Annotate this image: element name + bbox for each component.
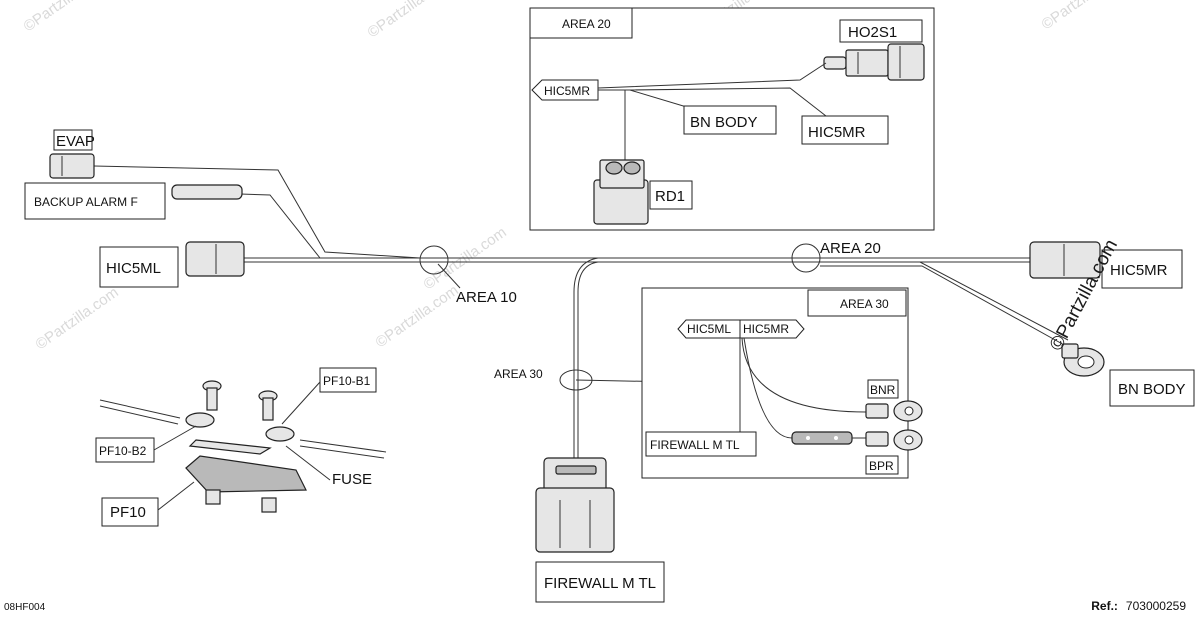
hic5mr-tag bbox=[739, 319, 805, 339]
bnr-ring-terminal bbox=[865, 400, 923, 422]
watermark: ©Partzilla.com bbox=[421, 224, 510, 294]
evap-label-box bbox=[53, 129, 93, 151]
rd1-label-box bbox=[649, 180, 693, 210]
firewall-inset-label: FIREWALL M TL bbox=[650, 438, 740, 452]
inline-fuse bbox=[791, 431, 853, 445]
ho2s1-label: HO2S1 bbox=[848, 24, 897, 41]
evap-connector bbox=[49, 153, 95, 179]
diagram-code: 08HF004 bbox=[4, 602, 46, 613]
area30-title: AREA 30 bbox=[840, 297, 889, 311]
firewall-bottom-box bbox=[535, 561, 665, 603]
bpr-box bbox=[865, 455, 899, 475]
hic5mr-arrow-label: HIC5MR bbox=[544, 84, 590, 98]
bn-body-top-label: BN BODY bbox=[690, 114, 758, 131]
hic5ml-label: HIC5ML bbox=[106, 260, 161, 277]
hic5ml-box bbox=[99, 246, 179, 288]
reference-number: Ref.: 703000259 bbox=[1091, 599, 1186, 613]
hic5mr-right-label: HIC5MR bbox=[1110, 262, 1168, 279]
hic5mr-box bbox=[801, 115, 889, 145]
area10-marker bbox=[419, 245, 449, 275]
bn-body-top-box bbox=[683, 105, 777, 135]
area20-marker bbox=[791, 243, 821, 273]
area30-detail-box: AREA 30 HIC5ML HIC5MR BNR BPR FIREWAL bbox=[641, 287, 923, 479]
bn-body-right-box bbox=[1109, 369, 1195, 407]
hic5mr-right-connector bbox=[1029, 241, 1101, 279]
pf10-box bbox=[101, 497, 159, 527]
hic5mr-right-box bbox=[1101, 249, 1183, 289]
watermark: ©Partzilla.com bbox=[33, 284, 122, 354]
bnr-label: BNR bbox=[870, 383, 896, 397]
pf10-b2-label: PF10-B2 bbox=[99, 444, 147, 458]
area30-title-box bbox=[807, 289, 907, 317]
watermark: ©Partzilla.com bbox=[21, 0, 110, 35]
watermark: ©Partzilla.com bbox=[1039, 0, 1128, 33]
backup-alarm-box bbox=[24, 182, 166, 220]
ho2s1-label-box bbox=[839, 19, 923, 43]
reference-label: Ref.: bbox=[1091, 599, 1118, 613]
bpr-ring-terminal bbox=[865, 429, 923, 451]
watermark: ©Partzilla.com bbox=[365, 0, 454, 41]
backup-alarm-connector bbox=[171, 184, 243, 200]
pf10-label: PF10 bbox=[110, 504, 146, 521]
hic5mr-box-label: HIC5MR bbox=[808, 124, 866, 141]
rd1-relay bbox=[593, 159, 649, 225]
main-harness bbox=[93, 165, 1069, 460]
bnr-box bbox=[867, 379, 899, 399]
ho2s1-connector bbox=[823, 43, 925, 81]
bn-body-right-label: BN BODY bbox=[1118, 381, 1186, 398]
area20-title-box bbox=[529, 7, 633, 39]
firewall-inset-box bbox=[645, 431, 757, 457]
backup-alarm-label: BACKUP ALARM F bbox=[34, 195, 138, 209]
area20-detail-box: AREA 20 HO2S1 HIC5MR BN BODY HIC5MR bbox=[529, 7, 935, 231]
bpr-label: BPR bbox=[869, 459, 894, 473]
fuse-label: FUSE bbox=[332, 471, 372, 488]
firewall-connector bbox=[535, 457, 615, 553]
hic5ml-tag-label: HIC5ML bbox=[687, 322, 731, 336]
evap-label: EVAP bbox=[56, 133, 95, 150]
reference-value: 703000259 bbox=[1125, 599, 1186, 613]
rd1-label: RD1 bbox=[655, 188, 685, 205]
area20-title: AREA 20 bbox=[562, 17, 611, 31]
pf10-b1-label: PF10-B1 bbox=[323, 374, 371, 388]
firewall-bottom-label: FIREWALL M TL bbox=[544, 575, 656, 592]
area10-label: AREA 10 bbox=[456, 289, 517, 306]
hic5ml-connector bbox=[185, 241, 245, 277]
pf10-b1-box bbox=[319, 367, 377, 393]
watermark: ©Partzilla.com bbox=[373, 282, 462, 352]
hic5mr-tag-label: HIC5MR bbox=[743, 322, 789, 336]
area30-marker-label: AREA 30 bbox=[494, 367, 543, 381]
pf10-assembly bbox=[99, 380, 387, 513]
area20-marker-label: AREA 20 bbox=[820, 240, 881, 257]
ring-terminal-bn-body bbox=[1061, 343, 1105, 377]
